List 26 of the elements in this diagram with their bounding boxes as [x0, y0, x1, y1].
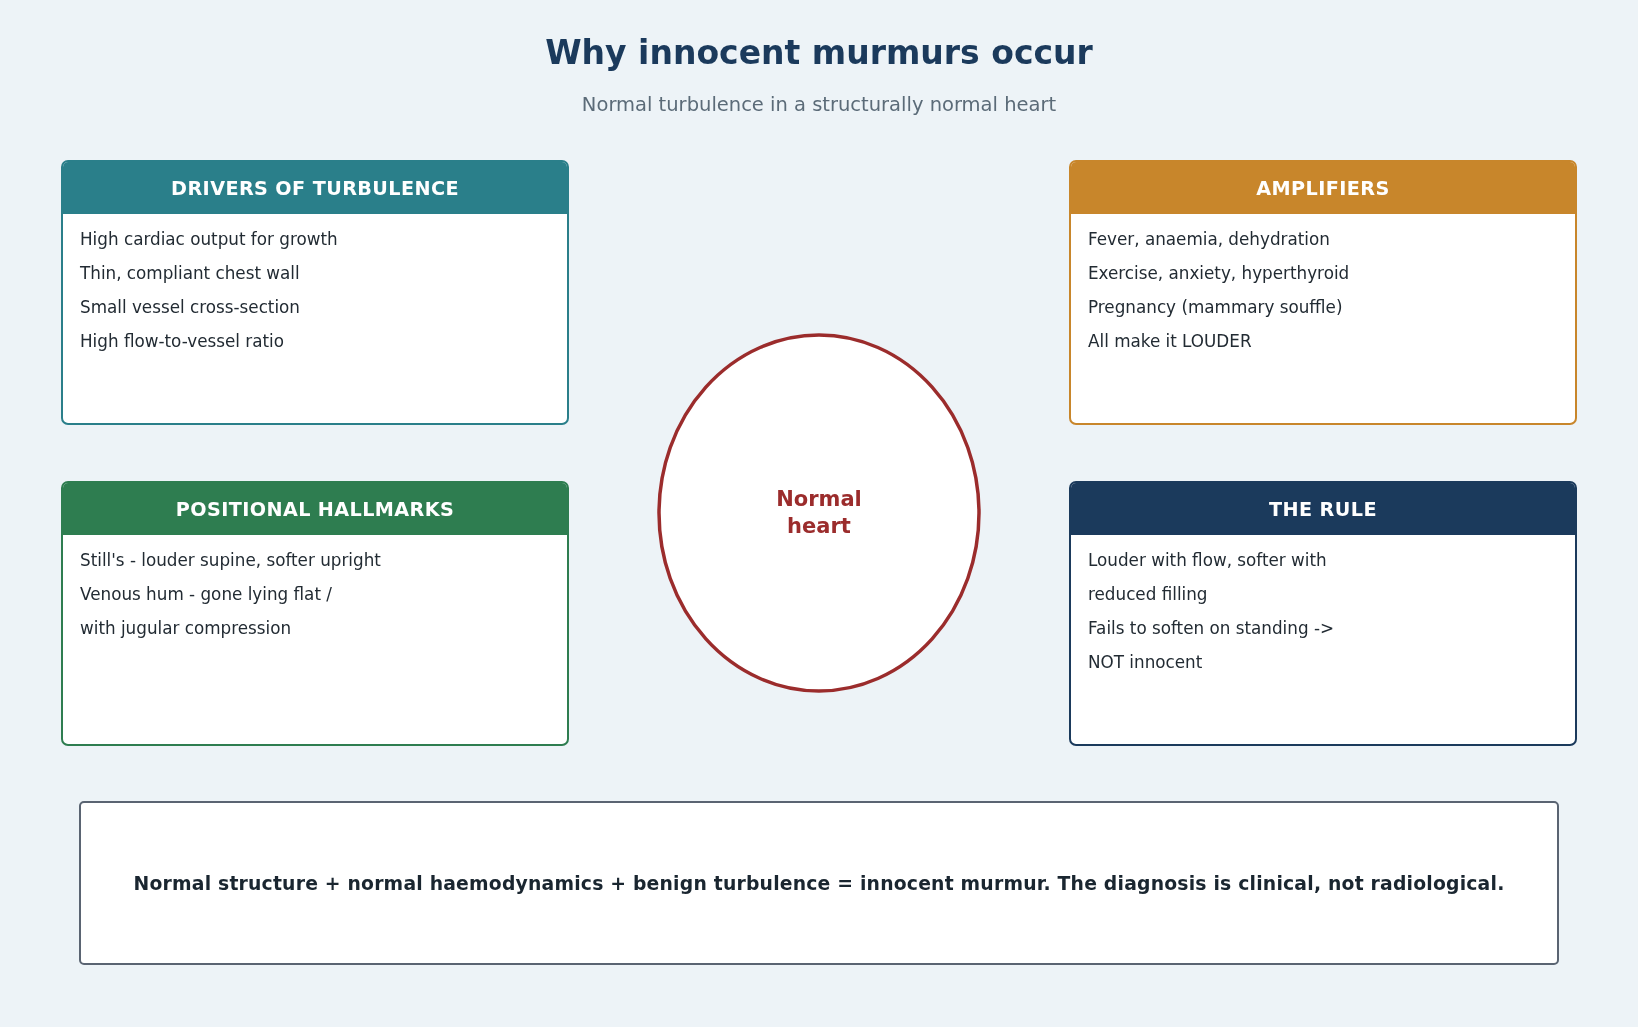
list-item: Fever, anaemia, dehydration	[1088, 228, 1330, 251]
card-header: AMPLIFIERS	[1071, 162, 1575, 214]
list-item: High flow-to-vessel ratio	[80, 330, 285, 353]
card-header: POSITIONAL HALLMARKS	[63, 483, 567, 535]
card-header: THE RULE	[1071, 483, 1575, 535]
heart-ellipse	[657, 333, 981, 693]
summary-box	[79, 801, 1559, 965]
list-item: Thin, compliant chest wall	[80, 262, 300, 285]
list-item: Pregnancy (mammary souffle)	[1088, 296, 1343, 319]
list-item: Small vessel cross-section	[80, 296, 300, 319]
info-card	[61, 160, 569, 425]
info-card	[61, 481, 569, 746]
list-item: Fails to soften on standing -> NOT innocent	[1088, 617, 1335, 674]
list-item: All make it LOUDER	[1088, 330, 1252, 353]
summary-text: Normal structure + normal haemodynamics + benign turbulence = innocent murmur. The diagnosis is clinical, not radiological.	[133, 872, 1505, 894]
info-card	[1069, 160, 1577, 425]
info-card	[1069, 481, 1577, 746]
subtitle: Normal turbulence in a structurally normal heart	[581, 92, 1057, 118]
list-item: Louder with flow, softer with reduced filling	[1088, 549, 1328, 606]
card-header: DRIVERS OF TURBULENCE	[63, 162, 567, 214]
list-item: Exercise, anxiety, hyperthyroid	[1088, 262, 1350, 285]
list-item: High cardiac output for growth	[80, 228, 338, 251]
node-label: Normal heart	[776, 486, 862, 540]
list-item: Venous hum - gone lying flat / with jugular compression	[80, 583, 333, 640]
diagram-title: Why innocent murmurs occur	[545, 33, 1093, 73]
list-item: Still's - louder supine, softer upright	[80, 549, 381, 572]
